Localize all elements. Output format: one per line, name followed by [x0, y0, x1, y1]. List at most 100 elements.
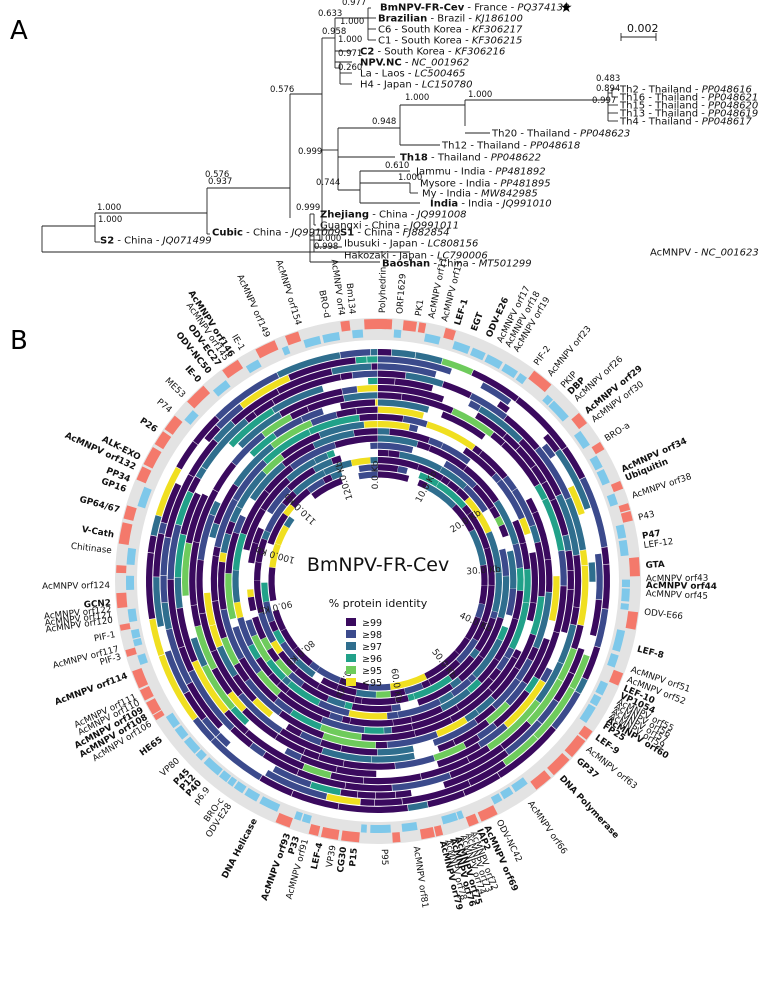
- identity-segment: [224, 709, 249, 735]
- taxon-origin: Jammu - India -: [415, 167, 495, 178]
- taxon-accession: FJ882854: [403, 228, 450, 239]
- identity-segment: [277, 691, 323, 723]
- identity-segment: [426, 421, 476, 451]
- identity-segment: [527, 646, 539, 662]
- legend-label: ≥97: [362, 642, 382, 653]
- identity-segment: [308, 414, 360, 435]
- taxon-label-braz: Brazilian - Brazil - KJ186100: [378, 14, 523, 25]
- branch-support: 0.958: [322, 27, 346, 37]
- identity-segment: [466, 745, 491, 763]
- identity-segment: [480, 382, 512, 406]
- identity-segment: [357, 791, 376, 799]
- taxon-label-cubic: Cubic - China - JQ991009: [212, 228, 340, 239]
- identity-segment: [377, 745, 414, 756]
- taxon-accession: PP048620: [708, 101, 758, 112]
- identity-segment: [290, 709, 322, 731]
- identity-segment: [174, 534, 187, 578]
- taxon-accession: LC500465: [415, 69, 466, 80]
- identity-segment: [164, 650, 189, 694]
- gene-arrow: [609, 669, 624, 686]
- gene-arrow: [145, 698, 162, 715]
- gene-label: EGT: [470, 311, 486, 332]
- identity-segment: [273, 629, 286, 645]
- branch-support: 0.576: [270, 85, 294, 95]
- identity-segment: [477, 722, 497, 740]
- identity-segment: [502, 475, 517, 492]
- gene-label: AcMNPV orf44: [646, 581, 717, 592]
- identity-segment: [443, 650, 460, 666]
- kb-tick-label: 0.0 Kb: [371, 460, 381, 489]
- identity-segment: [292, 469, 326, 496]
- identity-segment: [341, 716, 351, 724]
- gene-label: LEF-4: [310, 842, 326, 871]
- taxon-accession: MT501299: [479, 259, 532, 270]
- identity-segment: [353, 428, 378, 437]
- identity-segment: [239, 375, 291, 409]
- taxon-accession: JQ991010: [501, 199, 552, 210]
- taxon-name: BmNPV-FR-Cev: [380, 3, 465, 14]
- identity-segment: [318, 754, 344, 767]
- identity-segment: [594, 553, 603, 600]
- identity-segment: [307, 395, 345, 412]
- taxon-origin: - China -: [369, 210, 418, 221]
- identity-segment: [481, 585, 495, 623]
- gene-label: PIF-1: [93, 630, 116, 644]
- identity-segment: [525, 497, 538, 514]
- gene-arrow: [164, 415, 183, 435]
- gene-arrow: [187, 385, 211, 409]
- identity-segment: [464, 709, 480, 723]
- identity-segment: [533, 592, 553, 649]
- gene-arrow: [610, 480, 624, 493]
- taxon-origin: - France -: [464, 3, 517, 14]
- gene-arrow: [137, 486, 152, 509]
- taxon-label-la: La - Laos - LC500465: [360, 69, 465, 80]
- identity-segment: [275, 658, 293, 677]
- identity-segment: [534, 483, 548, 501]
- identity-segment: [565, 550, 574, 571]
- identity-segment: [375, 791, 396, 799]
- identity-segment: [153, 577, 165, 627]
- identity-segment: [414, 717, 453, 737]
- taxon-accession: PP048619: [708, 109, 758, 120]
- gene-arrow: [618, 539, 629, 557]
- taxon-accession: LC150780: [422, 80, 473, 91]
- identity-segment: [456, 638, 479, 664]
- gene-label: PIF-2: [532, 344, 553, 367]
- identity-segment: [233, 443, 275, 487]
- identity-segment: [483, 547, 495, 586]
- identity-segment: [249, 432, 277, 457]
- gene-arrow: [227, 776, 238, 787]
- identity-segment: [485, 531, 502, 573]
- taxon-name: Brazilian: [378, 14, 427, 25]
- identity-segment: [273, 416, 304, 438]
- identity-segment: [313, 452, 329, 464]
- branch-support: 0.633: [318, 9, 342, 19]
- identity-segment: [421, 679, 431, 689]
- identity-segment: [265, 770, 328, 800]
- identity-segment: [395, 789, 412, 798]
- gene-label: CG30: [336, 846, 349, 873]
- identity-segment: [282, 491, 297, 507]
- identity-segment: [499, 548, 510, 577]
- identity-segment: [238, 692, 283, 734]
- taxon-label-c1: C1 - South Korea - KF306215: [378, 36, 522, 47]
- taxon-origin: Th15 - Thailand -: [619, 101, 708, 112]
- legend-swatch: [346, 666, 356, 674]
- taxon-name: Th18: [400, 153, 428, 164]
- identity-segment: [378, 435, 419, 447]
- identity-segment: [358, 464, 378, 472]
- identity-segment: [188, 439, 218, 477]
- identity-segment: [478, 616, 504, 659]
- identity-segment: [416, 441, 431, 451]
- identity-segment: [575, 677, 588, 694]
- identity-segment: [220, 609, 245, 660]
- identity-segment: [355, 689, 376, 698]
- taxon-accession: NC_001962: [412, 58, 470, 69]
- gene-arrow: [625, 611, 639, 630]
- identity-segment: [390, 688, 406, 698]
- identity-segment: [390, 673, 427, 690]
- gene-arrow: [589, 693, 602, 707]
- identity-segment: [471, 369, 519, 402]
- taxon-accession: NC_001623: [701, 248, 759, 259]
